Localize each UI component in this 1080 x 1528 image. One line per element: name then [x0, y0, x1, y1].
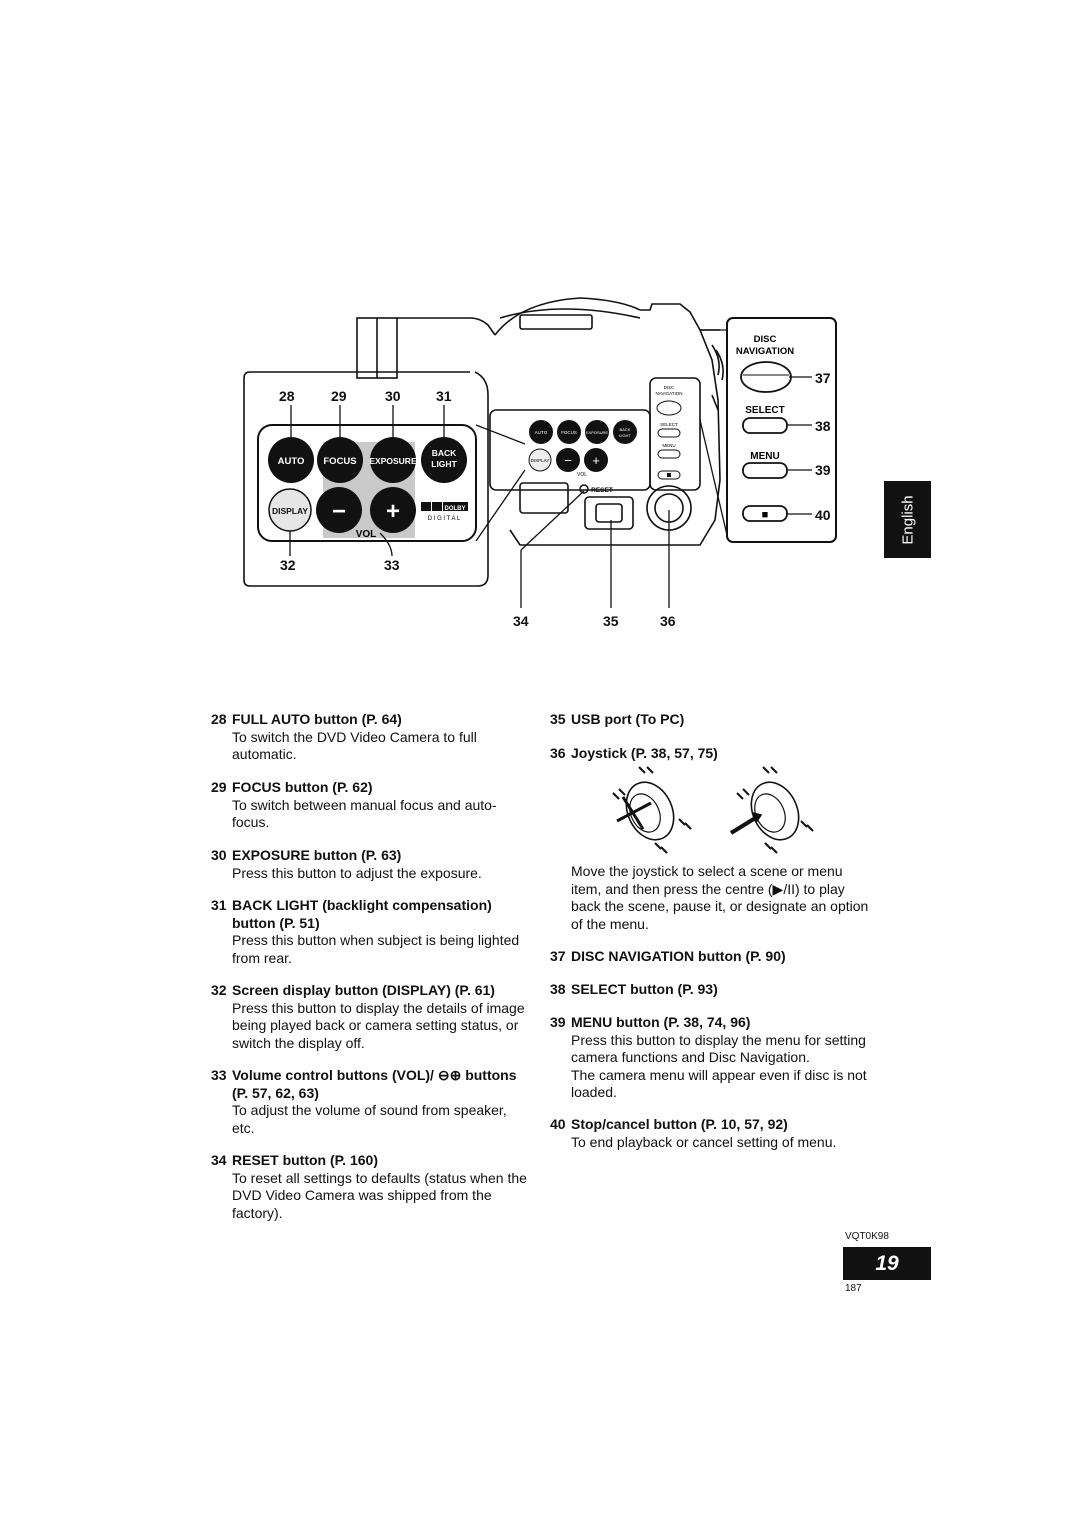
svg-text:■: ■ — [762, 509, 769, 521]
svg-text:RESET: RESET — [591, 487, 613, 494]
volume-minus-button[interactable]: − — [316, 487, 362, 533]
right-callout-lines — [787, 376, 812, 515]
svg-text:BACK: BACK — [432, 448, 457, 458]
callout-29: 29 — [331, 388, 347, 404]
model-code: VQT0K98 — [845, 1231, 889, 1242]
joystick-move-illustration — [612, 766, 692, 854]
svg-text:−: − — [564, 453, 572, 468]
svg-text:DISC: DISC — [754, 334, 777, 345]
svg-text:NAVIGATION: NAVIGATION — [736, 346, 794, 357]
language-tab: English — [884, 481, 931, 558]
callout-36: 36 — [660, 613, 676, 629]
language-tab-label: English — [899, 494, 916, 545]
callout-31: 31 — [436, 388, 452, 404]
exposure-button[interactable]: EXPOSURE — [369, 437, 417, 483]
menu-button[interactable] — [742, 462, 788, 479]
svg-text:AUTO: AUTO — [535, 430, 548, 435]
focus-button[interactable]: FOCUS — [317, 437, 363, 483]
svg-text:BACK: BACK — [620, 427, 631, 432]
svg-text:+: + — [386, 498, 400, 525]
body-small-buttons: AUTO FOCUS EXPOSURE BACK LIGHT DISPLAY −… — [528, 385, 683, 494]
svg-text:DISPLAY: DISPLAY — [272, 506, 308, 516]
camera-controls-diagram: AUTO FOCUS EXPOSURE BACK LIGHT DISPLAY −… — [243, 297, 837, 608]
callout-30: 30 — [385, 388, 401, 404]
top-callout-lines — [289, 405, 670, 608]
joystick-description: Move the joystick to select a scene or m… — [571, 863, 869, 932]
svg-text:SELECT: SELECT — [660, 422, 678, 427]
callout-40: 40 — [815, 507, 831, 523]
svg-text:VOL: VOL — [577, 472, 587, 478]
joystick-press-illustration — [729, 766, 814, 854]
svg-text:FOCUS: FOCUS — [323, 456, 356, 467]
svg-text:DOLBY: DOLBY — [445, 506, 466, 512]
callout-37: 37 — [815, 370, 831, 386]
sub-page-number: 187 — [845, 1283, 862, 1294]
svg-text:EXPOSURE: EXPOSURE — [369, 456, 417, 466]
page-number: 19 — [843, 1247, 931, 1280]
svg-text:FOCUS: FOCUS — [561, 430, 577, 435]
joystick-illustrations — [612, 766, 814, 854]
svg-text:LIGHT: LIGHT — [619, 433, 631, 438]
svg-text:LIGHT: LIGHT — [431, 459, 457, 469]
callout-28: 28 — [279, 388, 295, 404]
callout-39: 39 — [815, 462, 831, 478]
auto-button[interactable]: AUTO — [268, 437, 314, 483]
svg-text:+: + — [592, 453, 600, 468]
svg-text:DISPLAY: DISPLAY — [531, 458, 550, 463]
svg-text:−: − — [332, 498, 346, 525]
stop-button[interactable]: ■ — [742, 505, 788, 522]
svg-text:EXPOSURE: EXPOSURE — [586, 430, 609, 435]
back-light-button[interactable]: BACK LIGHT — [421, 437, 467, 483]
svg-text:AUTO: AUTO — [278, 456, 305, 467]
callout-32: 32 — [280, 557, 296, 573]
callout-34: 34 — [513, 613, 529, 629]
callout-33: 33 — [384, 557, 400, 573]
svg-text:NAVIGATION: NAVIGATION — [655, 391, 682, 396]
svg-text:MENU: MENU — [750, 451, 779, 462]
svg-text:DISC: DISC — [664, 385, 676, 390]
display-button[interactable]: DISPLAY — [268, 488, 312, 532]
callout-38: 38 — [815, 418, 831, 434]
callout-35: 35 — [603, 613, 619, 629]
volume-plus-button[interactable]: + — [370, 487, 416, 533]
select-button[interactable] — [742, 417, 788, 434]
svg-text:MENU: MENU — [662, 443, 675, 448]
zoom-connector-lines — [475, 424, 526, 542]
svg-text:D I G I T A L: D I G I T A L — [428, 516, 461, 522]
svg-text:SELECT: SELECT — [745, 405, 784, 416]
dolby-digital-logo: DOLBY D I G I T A L — [421, 502, 468, 522]
disc-navigation-button[interactable] — [740, 361, 792, 393]
vol-label: VOL — [356, 529, 377, 540]
